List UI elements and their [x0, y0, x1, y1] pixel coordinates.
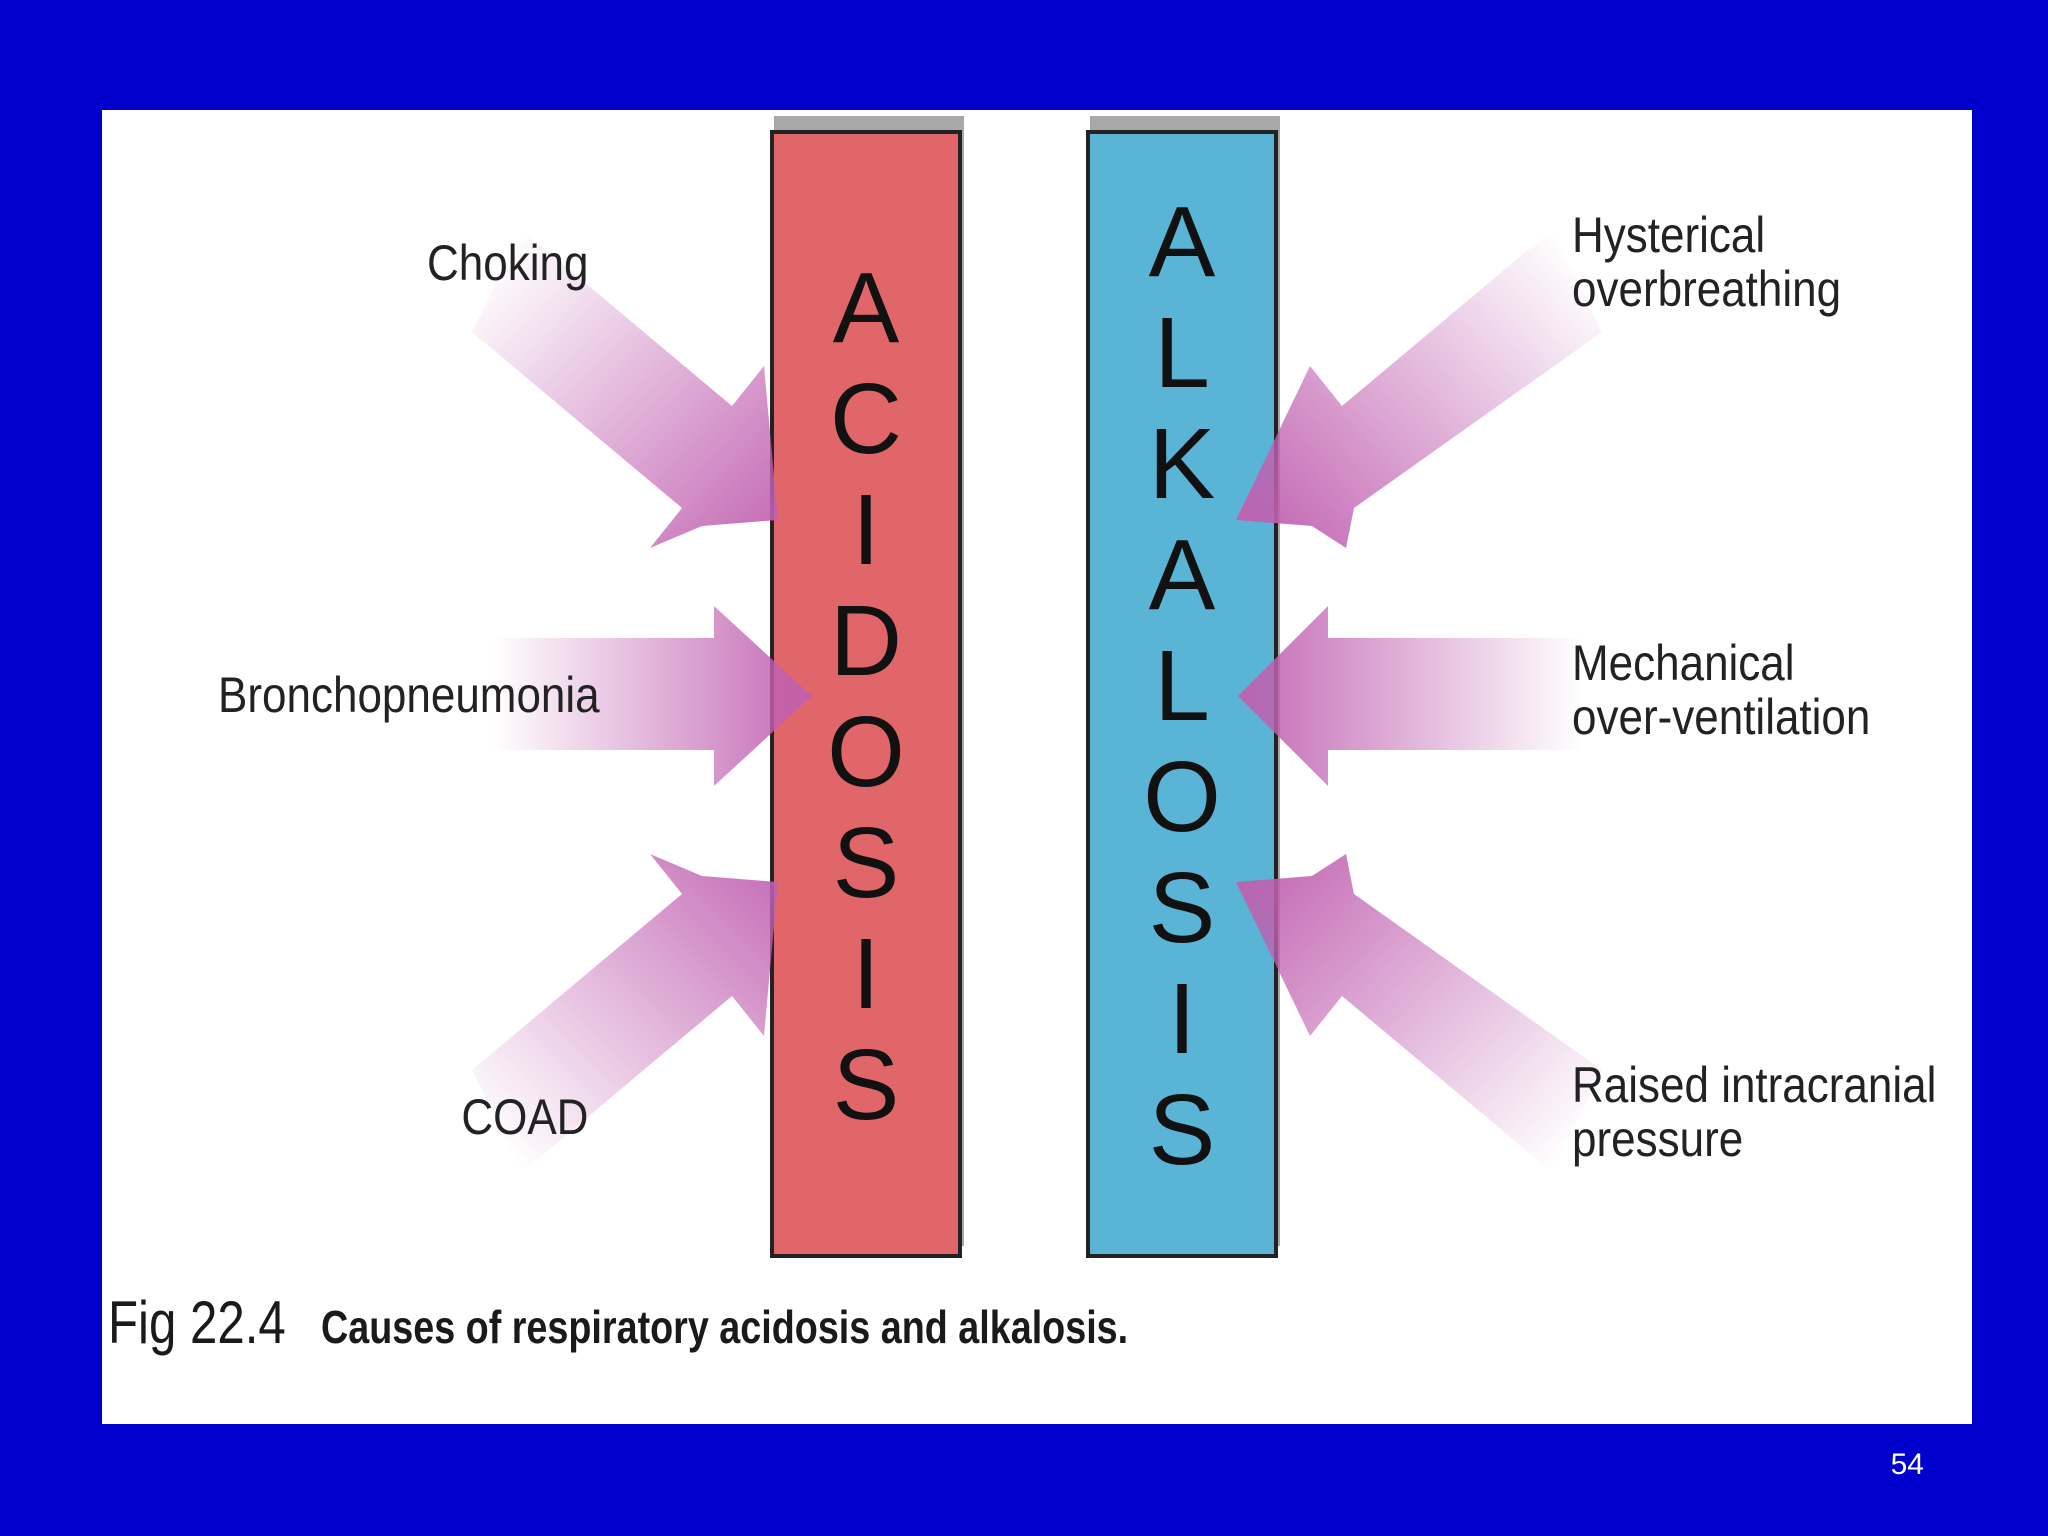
- alk-letter: L: [1154, 297, 1210, 409]
- figure-caption: Fig 22.4 Causes of respiratory acidosis …: [108, 1288, 1306, 1357]
- caption-figure-number: Fig 22.4: [108, 1289, 286, 1356]
- arrow-choking: [472, 230, 778, 548]
- cause-line: Mechanical: [1572, 635, 1795, 691]
- acid-letter: S: [833, 1029, 900, 1141]
- alk-letter: K: [1149, 408, 1216, 520]
- alk-letter: O: [1143, 741, 1221, 853]
- slide-page-number: 54: [1890, 1448, 1924, 1481]
- alk-letter: S: [1149, 852, 1216, 964]
- caption-text: Causes of respiratory acidosis and alkal…: [321, 1301, 1129, 1353]
- cause-raised-intracranial-pressure: Raised intracranial pressure: [1572, 1058, 1936, 1166]
- arrow-raised-intracranial-pressure: [1236, 854, 1602, 1172]
- cause-line: pressure: [1572, 1111, 1744, 1167]
- cause-line: Raised intracranial: [1572, 1057, 1937, 1113]
- acid-letter: I: [852, 474, 880, 586]
- alk-letter: A: [1149, 519, 1216, 631]
- cause-line: Hysterical: [1572, 207, 1766, 263]
- alk-letter: L: [1154, 630, 1210, 742]
- acid-letter: S: [833, 807, 900, 919]
- arrow-bronchopneumonia: [494, 606, 812, 786]
- alk-letter: A: [1149, 186, 1216, 298]
- alk-letter: I: [1168, 963, 1196, 1075]
- cause-bronchopneumonia: Bronchopneumonia: [218, 667, 600, 723]
- cause-choking: Choking: [426, 235, 588, 291]
- cause-coad: COAD: [460, 1089, 588, 1145]
- acid-letter: O: [827, 696, 905, 808]
- arrow-hysterical-overbreathing: [1236, 230, 1602, 548]
- cause-mechanical-over-ventilation: Mechanical over-ventilation: [1572, 636, 1870, 744]
- acid-letter: D: [830, 585, 902, 697]
- cause-hysterical-overbreathing: Hysterical overbreathing: [1572, 208, 1841, 316]
- arrow-coad: [472, 854, 778, 1172]
- acid-letter: A: [833, 252, 900, 364]
- alk-letter: S: [1149, 1074, 1216, 1186]
- cause-line: overbreathing: [1572, 261, 1842, 317]
- arrow-mechanical-over-ventilation: [1238, 606, 1582, 786]
- cause-line: over-ventilation: [1572, 689, 1871, 745]
- acid-letter: I: [852, 918, 880, 1030]
- acid-letter: C: [830, 363, 902, 475]
